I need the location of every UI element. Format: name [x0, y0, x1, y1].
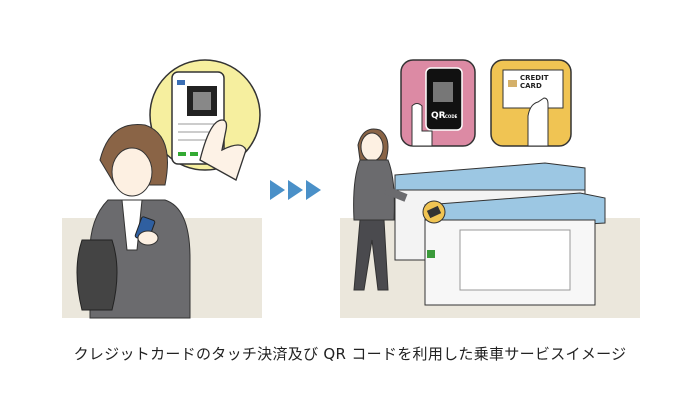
- card-label-line2: CARD: [520, 82, 542, 90]
- ticket-gates: [394, 162, 606, 306]
- qr-sublabel: CODE: [445, 114, 458, 119]
- flow-arrows: [270, 180, 321, 200]
- qr-code-icon-tile: QR CODE: [400, 59, 476, 147]
- caption: クレジットカードのタッチ決済及び QR コードを利用した乗車サービスイメージ: [73, 345, 627, 363]
- card-label-line1: CREDIT: [520, 74, 549, 82]
- woman-at-gate: [353, 128, 408, 291]
- phone-payment-screen: [171, 71, 247, 181]
- woman-with-phone: [76, 123, 191, 319]
- credit-card-icon-tile: CREDIT CARD: [490, 59, 572, 147]
- qr-label: QR: [431, 111, 446, 121]
